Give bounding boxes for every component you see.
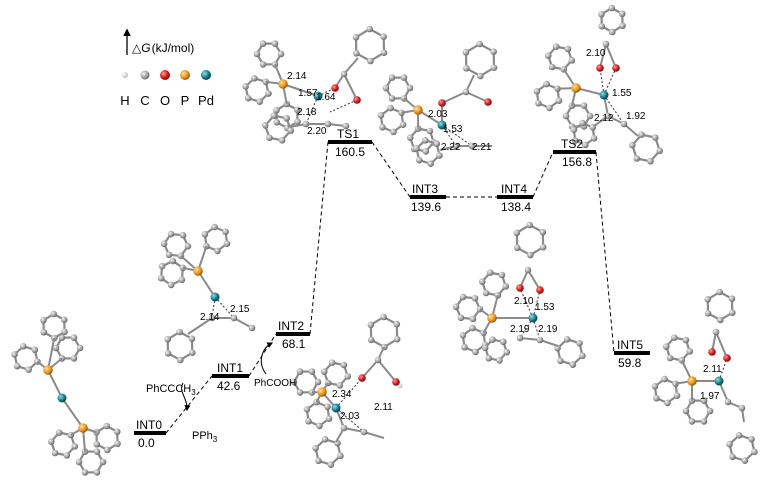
level-label-ts1: TS1: [337, 127, 359, 141]
reagent-phccch3: PhCCCH3: [146, 383, 196, 397]
reagent-phcooh: PhCOOH: [254, 378, 296, 389]
distance-ts1-3: 2.20: [307, 126, 327, 137]
level-ts1: TS1 160.5: [328, 127, 372, 159]
level-energy-int5: 59.8: [618, 356, 642, 370]
legend-atom-h: [122, 72, 128, 78]
legend-label-c: C: [140, 93, 149, 108]
distance-int3-2: 2.22: [441, 142, 461, 153]
level-energy-int2: 68.1: [282, 337, 306, 351]
connector-ts1-int3: [372, 142, 410, 197]
legend-atom-pd: [201, 70, 211, 80]
legend-label-p: P: [181, 93, 190, 108]
molecule-int4: [453, 222, 586, 368]
distance-int4-2: 2.19: [510, 324, 530, 335]
distance-ts1-4: 2.18: [297, 107, 317, 118]
distance-ts2-0: 2.10: [586, 48, 606, 59]
distance-int4-1: 1.53: [535, 302, 555, 313]
level-int0: INT0 0.0: [134, 418, 166, 450]
level-int3: INT3 139.6: [410, 182, 446, 214]
distance-int5-0: 2.11: [703, 364, 722, 375]
level-int1: INT1 42.6: [212, 361, 249, 393]
molecule-ts2: [534, 5, 663, 165]
level-int2: INT2 68.1: [276, 319, 310, 351]
distance-int5-1: 1.97: [700, 391, 720, 402]
legend-label-o: O: [160, 93, 170, 108]
legend-atom-o: [160, 70, 170, 80]
reagent-annotations: PhCCCH3 PPh3 PhCOOH: [146, 343, 296, 444]
distance-ts1-2: 1.64: [316, 92, 336, 103]
distance-int3-0: 2.03: [428, 109, 448, 120]
level-energy-int4: 138.4: [501, 200, 531, 214]
distance-int4-3: 2.19: [538, 324, 558, 335]
distance-int2-0: 2.34: [332, 389, 352, 400]
molecule-int0: [11, 311, 121, 476]
level-label-ts2: TS2: [561, 137, 583, 151]
legend-label-h: H: [120, 93, 129, 108]
level-energy-int0: 0.0: [138, 436, 155, 450]
reagent-pph3: PPh3: [192, 430, 218, 444]
distance-int1-1: 2.15: [230, 304, 250, 315]
connector-int2-ts1: [310, 142, 328, 334]
molecule-int5: [652, 289, 758, 464]
distance-ts2-2: 2.12: [594, 113, 614, 124]
legend-atom-p: [180, 70, 190, 80]
distance-int2-2: 2.11: [374, 402, 393, 413]
level-energy-int1: 42.6: [217, 379, 241, 393]
distance-int1-0: 2.14: [200, 312, 220, 323]
level-label-int3: INT3: [412, 182, 438, 196]
distance-ts1-0: 2.14: [287, 71, 307, 82]
level-label-int4: INT4: [501, 182, 527, 196]
distance-int3-1: 1.53: [443, 124, 463, 135]
connector-ts2-int5: [596, 152, 614, 353]
molecule-int1: [158, 224, 255, 364]
level-int5: INT5 59.8: [614, 338, 650, 370]
level-energy-ts1: 160.5: [335, 145, 365, 159]
level-label-int5: INT5: [617, 338, 643, 352]
legend-atom-c: [141, 71, 150, 80]
bond-distance-labels: 2.14 2.15 2.14 1.571.64 2.20 2.18 2.34 2.03 2.11…: [200, 48, 722, 422]
level-label-int0: INT0: [136, 418, 162, 432]
connector-int4-ts2: [533, 152, 553, 197]
energy-axis: △G(kJ/mol): [127, 30, 194, 55]
distance-ts2-3: 1.92: [626, 111, 646, 122]
level-int4: INT4 138.4: [497, 182, 533, 214]
level-label-int2: INT2: [278, 319, 304, 333]
distance-ts2-1: 1.55: [612, 88, 632, 99]
distance-int3-3: 2.21: [472, 142, 492, 153]
distance-int2-1: 2.03: [340, 411, 360, 422]
level-energy-ts2: 156.8: [562, 155, 592, 169]
distance-ts1-1: 1.57: [298, 88, 318, 99]
level-energy-int3: 139.6: [411, 200, 441, 214]
distance-int4-0: 2.10: [514, 296, 534, 307]
axis-label: △G(kJ/mol): [132, 41, 194, 55]
legend-label-pd: Pd: [198, 93, 214, 108]
level-label-int1: INT1: [217, 361, 243, 375]
